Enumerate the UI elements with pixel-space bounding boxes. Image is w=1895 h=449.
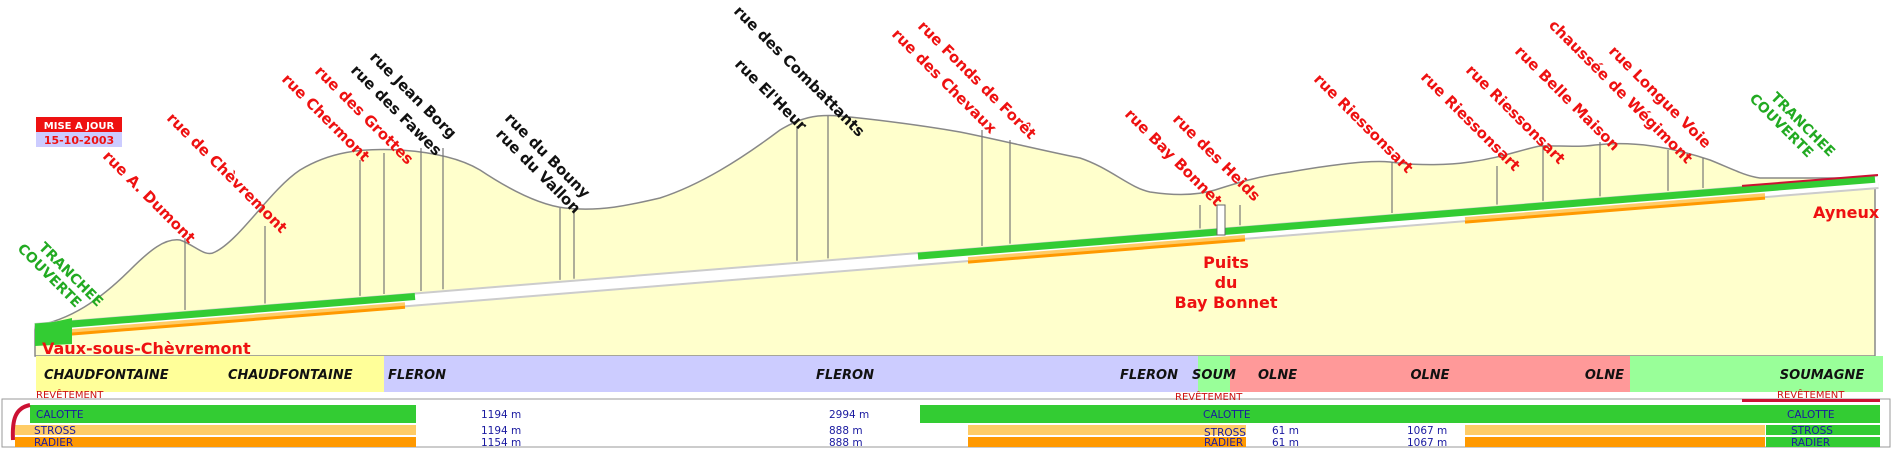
east-cover-label: TRANCHEE COUVERTE [1746,90,1838,162]
commune-label: SOUM [1192,368,1236,383]
street-label: rue Riessonsart [1417,68,1524,175]
progress-table: REVÊTEMENT REVÊTEMENT REVÊTEMENT CALOTTE… [1,388,1891,449]
radier-label-3: RADIER [1791,437,1830,449]
commune-label: OLNE [1258,368,1297,383]
calotte-label-2: CALOTTE [1203,409,1251,421]
west-portal-structure [35,318,72,346]
tunnel-segment [59,305,406,337]
radier-remaining-2: 888 m [829,437,863,449]
calotte-label-1: CALOTTE [36,409,84,421]
commune-label: SOUMAGNE [1780,368,1865,383]
commune-label: FLERON [388,368,446,383]
commune-label: FLERON [1120,368,1178,383]
shaft-marker [1216,204,1226,236]
update-badge: MISE A JOUR 15-10-2003 [36,117,122,147]
tunnel-layers [34,174,1879,346]
update-date: 15-10-2003 [44,134,114,147]
east-portal-name: Ayneux [1813,203,1880,222]
shaft-line3: Bay Bonnet [1175,293,1278,312]
commune-label: FLERON [816,368,874,383]
radier-label-1: RADIER [34,437,73,449]
tunnel-segment [1464,196,1766,224]
tunnel-segment [917,175,1876,260]
commune-segment [384,356,1198,392]
shaft-label: Puits du Bay Bonnet [1175,253,1278,312]
stross-label-3: STROSS [1791,425,1833,437]
radier-remaining-1: 1154 m [481,437,521,449]
street-lines [184,116,1704,310]
shaft-line1: Puits [1203,253,1249,272]
stross-label-2: STROSS [1204,427,1246,439]
stross-label-1: STROSS [34,425,76,437]
tunnel-segment [34,292,416,331]
tunnel-segment [59,302,406,334]
west-portal-name: Vaux-sous-Chèvremont [42,339,251,358]
radier-remaining-3: 61 m [1272,437,1299,449]
street-label: rue A. Dumont [99,147,199,247]
tunnel-segment [1464,193,1766,222]
revetement-label-1: REVÊTEMENT [36,388,104,401]
commune-label: OLNE [1585,368,1624,383]
calotte-remaining-1: 1194 m [481,409,521,421]
calotte-label-3: CALOTTE [1787,409,1835,421]
commune-label: OLNE [1410,368,1449,383]
revetement-label-3: REVÊTEMENT [1777,388,1845,401]
commune-label: CHAUDFONTAINE [228,368,353,383]
stross-remaining-4: 1067 m [1407,425,1447,437]
commune-band: CHAUDFONTAINE CHAUDFONTAINE FLERON FLERON FL… [36,356,1883,392]
radier-remaining-4: 1067 m [1407,437,1447,449]
west-cover-label: TRANCHEE COUVERTE [14,240,106,312]
commune-segment [1230,356,1630,392]
tunnel-segment [967,234,1246,262]
commune-label: CHAUDFONTAINE [44,368,169,383]
revetement-label-2: REVÊTEMENT [1175,390,1243,403]
radier-label-2: RADIER [1204,437,1243,449]
update-label: MISE A JOUR [44,121,115,132]
terrain-profile [34,114,1876,357]
stross-remaining-2: 888 m [829,425,863,437]
tunnel-segment [1741,174,1879,187]
commune-segment [36,356,347,392]
tunnel-segment [967,238,1246,264]
commune-segment [1198,356,1230,392]
shaft-line2: du [1215,273,1238,292]
stross-remaining-1: 1194 m [481,425,521,437]
commune-segment [1630,356,1883,392]
street-label: rue Riessonsart [1310,70,1417,177]
commune-segment [347,356,384,392]
stross-remaining-3: 61 m [1272,425,1299,437]
calotte-remaining-2: 2994 m [829,409,869,421]
